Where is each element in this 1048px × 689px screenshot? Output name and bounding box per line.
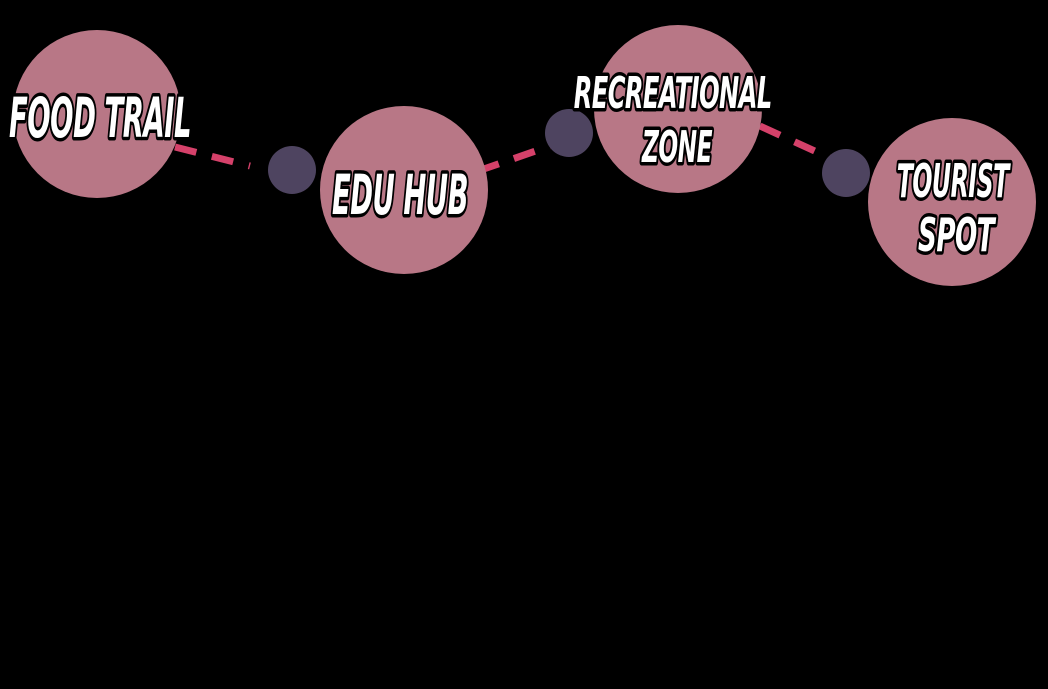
- connector-lines: [174, 122, 832, 175]
- node-label-edu-hub-line-1: EDU HUB: [332, 163, 468, 227]
- connector-dot-3: [822, 149, 870, 197]
- node-label-recreational-zone-line-1: RECREATIONAL: [574, 68, 772, 119]
- connector-line-recreational-zone-to-tourist-spot: [758, 122, 832, 162]
- node-labels: FOOD TRAIL EDU HUB RECREATIONAL ZONE TOU…: [6, 65, 1016, 266]
- connector-dot-2: [545, 109, 593, 157]
- node-circle-edu-hub: [320, 106, 488, 274]
- node-label-recreational-zone-line-2: ZONE: [641, 122, 713, 173]
- node-label-edu-hub: EDU HUB: [332, 163, 468, 227]
- connector-line-food-trail-to-edu-hub: [174, 143, 251, 170]
- connector-dots: [268, 109, 870, 197]
- node-label-food-trail-line-1: FOOD TRAIL: [9, 86, 191, 150]
- node-circle-tourist-spot: [868, 118, 1036, 286]
- node-circle-food-trail: [13, 30, 181, 198]
- node-label-tourist-spot: TOURIST SPOT: [897, 154, 1014, 262]
- node-label-recreational-zone: RECREATIONAL ZONE: [574, 68, 777, 173]
- node-circle-recreational-zone: [594, 25, 762, 193]
- node-label-food-trail: FOOD TRAIL: [9, 86, 191, 150]
- node-label-tourist-spot-line-1: TOURIST: [897, 154, 1011, 208]
- connector-line-edu-hub-to-recreational-zone: [476, 142, 552, 175]
- connector-dot-1: [268, 146, 316, 194]
- node-circles: [13, 25, 1036, 286]
- node-label-tourist-spot-line-2: SPOT: [918, 208, 997, 262]
